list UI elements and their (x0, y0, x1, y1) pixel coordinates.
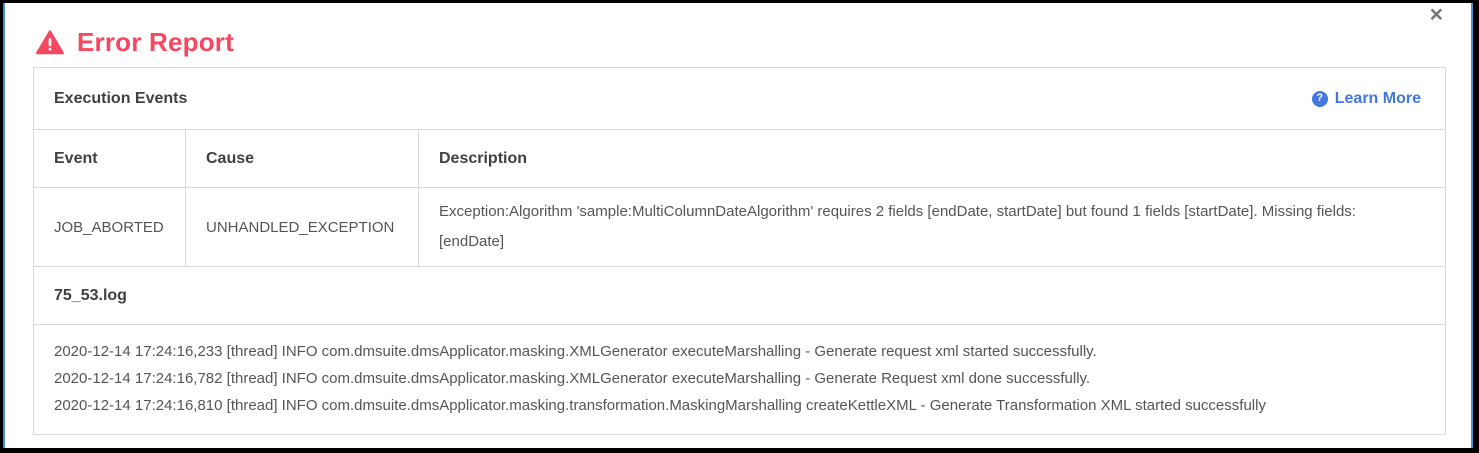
column-header-event: Event (34, 130, 186, 187)
log-line: 2020-12-14 17:24:16,782 [thread] INFO co… (54, 370, 1091, 387)
help-icon: ? (1311, 90, 1328, 107)
column-header-description: Description (439, 149, 528, 167)
page-title: Error Report (36, 27, 234, 58)
panel-header: Execution Events ? Learn More (34, 68, 1445, 129)
log-content: 2020-12-14 17:24:16,233 [thread] INFO co… (34, 324, 1445, 434)
close-icon[interactable]: × (1429, 1, 1443, 27)
page-title-text: Error Report (77, 27, 234, 57)
error-report-modal: × Error Report Execution Events ? Learn … (3, 1, 1473, 448)
column-header-cause: Cause (186, 130, 419, 187)
event-cell: JOB_ABORTED (34, 188, 186, 266)
learn-more-link[interactable]: ? Learn More (1311, 89, 1421, 108)
help-icon-glyph: ? (1316, 92, 1324, 104)
log-line: 2020-12-14 17:24:16,810 [thread] INFO co… (54, 397, 1266, 414)
warning-icon (36, 30, 64, 55)
cause-cell: UNHANDLED_EXCEPTION (186, 188, 419, 266)
log-filename: 75_53.log (34, 266, 1445, 324)
description-cell: Exception:Algorithm 'sample:MultiColumnD… (439, 203, 1356, 250)
execution-events-panel: Execution Events ? Learn More Event Caus… (33, 67, 1446, 435)
log-line: 2020-12-14 17:24:16,233 [thread] INFO co… (54, 343, 1097, 360)
table-header-row: Event Cause Description (34, 129, 1445, 187)
learn-more-label: Learn More (1334, 89, 1421, 107)
table-row: JOB_ABORTED UNHANDLED_EXCEPTION Exceptio… (34, 187, 1445, 266)
panel-title: Execution Events (54, 89, 188, 107)
